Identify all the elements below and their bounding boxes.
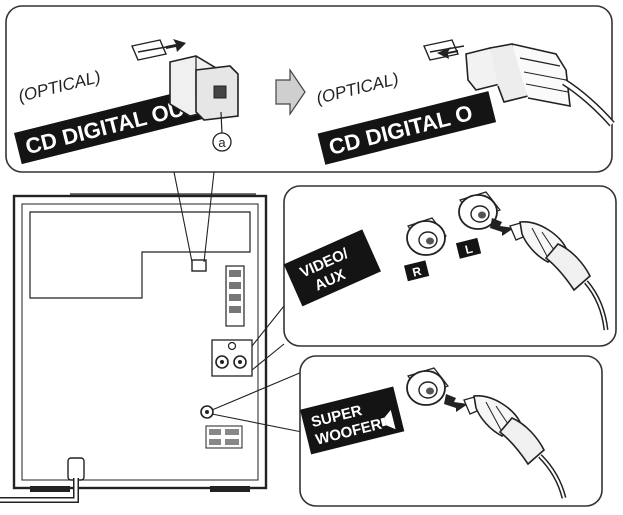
subwoofer-panel: SUPER WOOFER (299, 355, 603, 507)
step-arrow (275, 68, 306, 116)
video-aux-panel: VIDEO/ AUX R L (283, 185, 617, 347)
unit-foot-left (30, 486, 70, 492)
vent-recess (29, 211, 251, 299)
unit-subwoofer-jack (200, 405, 214, 419)
callout-letter: a (218, 135, 226, 150)
insert-arrow-subwoofer (444, 394, 468, 412)
insert-arrow-aux (490, 218, 514, 236)
jack-right (406, 217, 447, 256)
unit-rear-panel (0, 193, 268, 503)
insert-arrow-after (437, 47, 458, 59)
optical-jack-before (131, 39, 186, 61)
unit-label-plate (205, 425, 243, 449)
insert-arrow-before (166, 39, 186, 52)
rca-plug-subwoofer (444, 394, 567, 499)
protective-cap (169, 55, 239, 121)
rca-plug-aux (490, 218, 609, 331)
subwoofer-jack (406, 367, 449, 406)
optical-port-marker (191, 259, 207, 272)
subwoofer-label-band: SUPER WOOFER (300, 386, 405, 455)
unit-aux-jacks (211, 339, 253, 377)
callout-circle (212, 132, 232, 152)
unit-foot-right (210, 486, 250, 492)
speaker-terminals (225, 265, 245, 327)
callout-leader (220, 111, 223, 135)
speaker-icon (380, 409, 396, 430)
optical-panel: (OPTICAL) CD DIGITAL OU a (5, 5, 615, 173)
power-cord (0, 457, 85, 503)
optical-plug (465, 43, 615, 127)
callout-lines (173, 171, 303, 433)
jack-left-label: L (464, 242, 475, 257)
jack-right-tag: R (403, 260, 430, 282)
jack-left-tag: L (455, 237, 482, 259)
jack-right-label: R (411, 264, 423, 280)
jack-left (458, 191, 501, 230)
optical-jack-after (423, 39, 465, 61)
